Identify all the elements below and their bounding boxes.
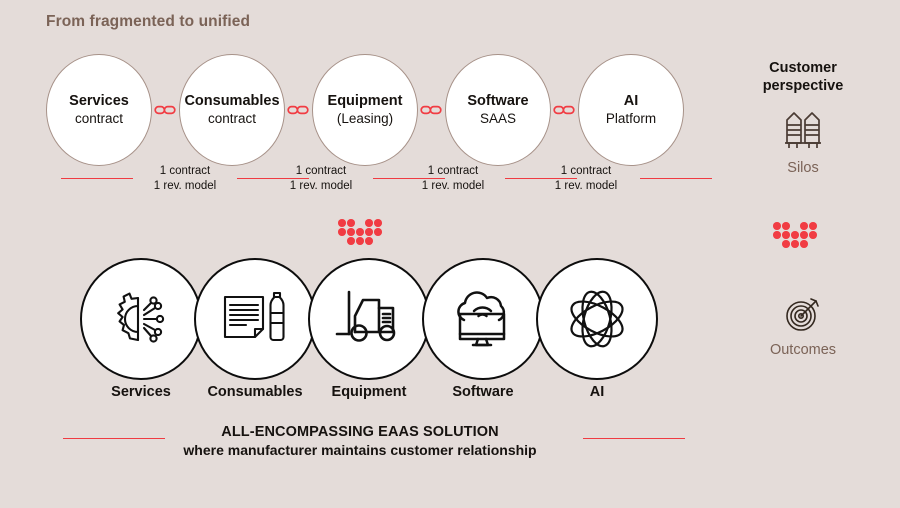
gear-circuit-icon bbox=[110, 288, 172, 350]
contract-node-subtitle: contract bbox=[74, 110, 124, 126]
solution-node-equipment[interactable] bbox=[308, 258, 430, 380]
contract-node-subtitle: Platform bbox=[605, 110, 657, 126]
contract-node-subtitle: SAAS bbox=[479, 110, 517, 126]
solution-label-equipment: Equipment bbox=[331, 384, 407, 400]
outcomes-panel: Outcomes bbox=[738, 293, 868, 358]
annotation-rule bbox=[505, 178, 577, 179]
document-bottle-icon bbox=[221, 291, 289, 347]
annotation-line2: 1 rev. model bbox=[421, 179, 485, 192]
annotation-line1: 1 contract bbox=[159, 165, 211, 177]
chain-link-icon bbox=[287, 102, 309, 118]
solution-node-consumables[interactable] bbox=[194, 258, 316, 380]
contract-node-ai[interactable]: AI Platform bbox=[578, 54, 684, 166]
annotation-line1: 1 contract bbox=[295, 165, 347, 177]
solution-node-services[interactable] bbox=[80, 258, 202, 380]
silos-icon bbox=[782, 109, 824, 156]
annotation-line2: 1 rev. model bbox=[153, 179, 217, 192]
contract-node-equipment[interactable]: Equipment (Leasing) bbox=[312, 54, 418, 166]
contract-node-consumables[interactable]: Consumables contract bbox=[179, 54, 285, 166]
target-arrow-icon-wrap bbox=[738, 293, 868, 338]
solution-label-services: Services bbox=[111, 384, 171, 400]
outcomes-label: Outcomes bbox=[769, 342, 837, 358]
caption-rule-right bbox=[583, 438, 685, 439]
solution-label-ai: AI bbox=[589, 384, 605, 400]
heading-line1: Customer bbox=[769, 60, 837, 76]
annotation-line2: 1 rev. model bbox=[289, 179, 353, 192]
contract-node-title: Equipment bbox=[327, 93, 403, 110]
chevron-dots-down-icon-sidebar bbox=[773, 222, 829, 256]
forklift-icon bbox=[335, 290, 403, 348]
silos-label: Silos bbox=[787, 160, 819, 177]
solution-caption: ALL-ENCOMPASSING EAAS SOLUTION where man… bbox=[0, 424, 720, 458]
annotation-line1: 1 contract bbox=[427, 165, 479, 177]
chain-link-icon bbox=[553, 102, 575, 118]
chain-link-icon bbox=[154, 102, 176, 118]
contract-node-subtitle: contract bbox=[207, 110, 257, 126]
contract-node-title: Software bbox=[467, 93, 529, 110]
contract-node-subtitle: (Leasing) bbox=[336, 110, 394, 126]
annotation-line1: 1 contract bbox=[560, 165, 612, 177]
silos-icon-wrap bbox=[738, 109, 868, 156]
annotation-rule bbox=[373, 178, 445, 179]
annotation-rule bbox=[61, 178, 133, 179]
contract-node-title: AI bbox=[623, 93, 639, 110]
unified-solution-row bbox=[80, 258, 660, 380]
contract-node-title: Consumables bbox=[184, 93, 280, 110]
annotation-software-ai: 1 contract 1 rev. model bbox=[536, 164, 636, 193]
caption-line2: where manufacturer maintains customer re… bbox=[183, 442, 537, 458]
annotation-services-consumables: 1 contract 1 rev. model bbox=[135, 164, 235, 193]
annotation-rule bbox=[640, 178, 712, 179]
solution-label-consumables: Consumables bbox=[207, 384, 303, 400]
fragmented-contracts-row: Services contract Consumables contract E… bbox=[46, 54, 736, 166]
chain-link-icon bbox=[420, 102, 442, 118]
contract-node-title: Services bbox=[69, 93, 129, 110]
solution-node-software[interactable] bbox=[422, 258, 544, 380]
chevron-dots-down-icon bbox=[338, 219, 394, 253]
contract-node-services[interactable]: Services contract bbox=[46, 54, 152, 166]
caption-rule-left bbox=[63, 438, 165, 439]
heading-line2: perspective bbox=[762, 77, 844, 94]
caption-line1: ALL-ENCOMPASSING EAAS SOLUTION bbox=[221, 424, 499, 440]
page-title: From fragmented to unified bbox=[46, 13, 251, 30]
annotation-equipment-software: 1 contract 1 rev. model bbox=[403, 164, 503, 193]
cloud-monitor-icon bbox=[450, 290, 516, 348]
contract-annotations-row: 1 contract 1 rev. model 1 contract 1 rev… bbox=[46, 164, 746, 200]
customer-perspective-heading: Customer perspective bbox=[738, 60, 868, 95]
solution-labels-row: Services Consumables Equipment Software … bbox=[80, 384, 660, 406]
annotation-line2: 1 rev. model bbox=[554, 179, 618, 192]
customer-perspective-panel: Customer perspective Silos bbox=[738, 60, 868, 176]
contract-node-software[interactable]: Software SAAS bbox=[445, 54, 551, 166]
annotation-rule bbox=[237, 178, 309, 179]
atom-icon bbox=[565, 288, 629, 350]
target-arrow-icon bbox=[783, 293, 823, 338]
annotation-consumables-equipment: 1 contract 1 rev. model bbox=[271, 164, 371, 193]
solution-label-software: Software bbox=[452, 384, 514, 400]
solution-node-ai[interactable] bbox=[536, 258, 658, 380]
